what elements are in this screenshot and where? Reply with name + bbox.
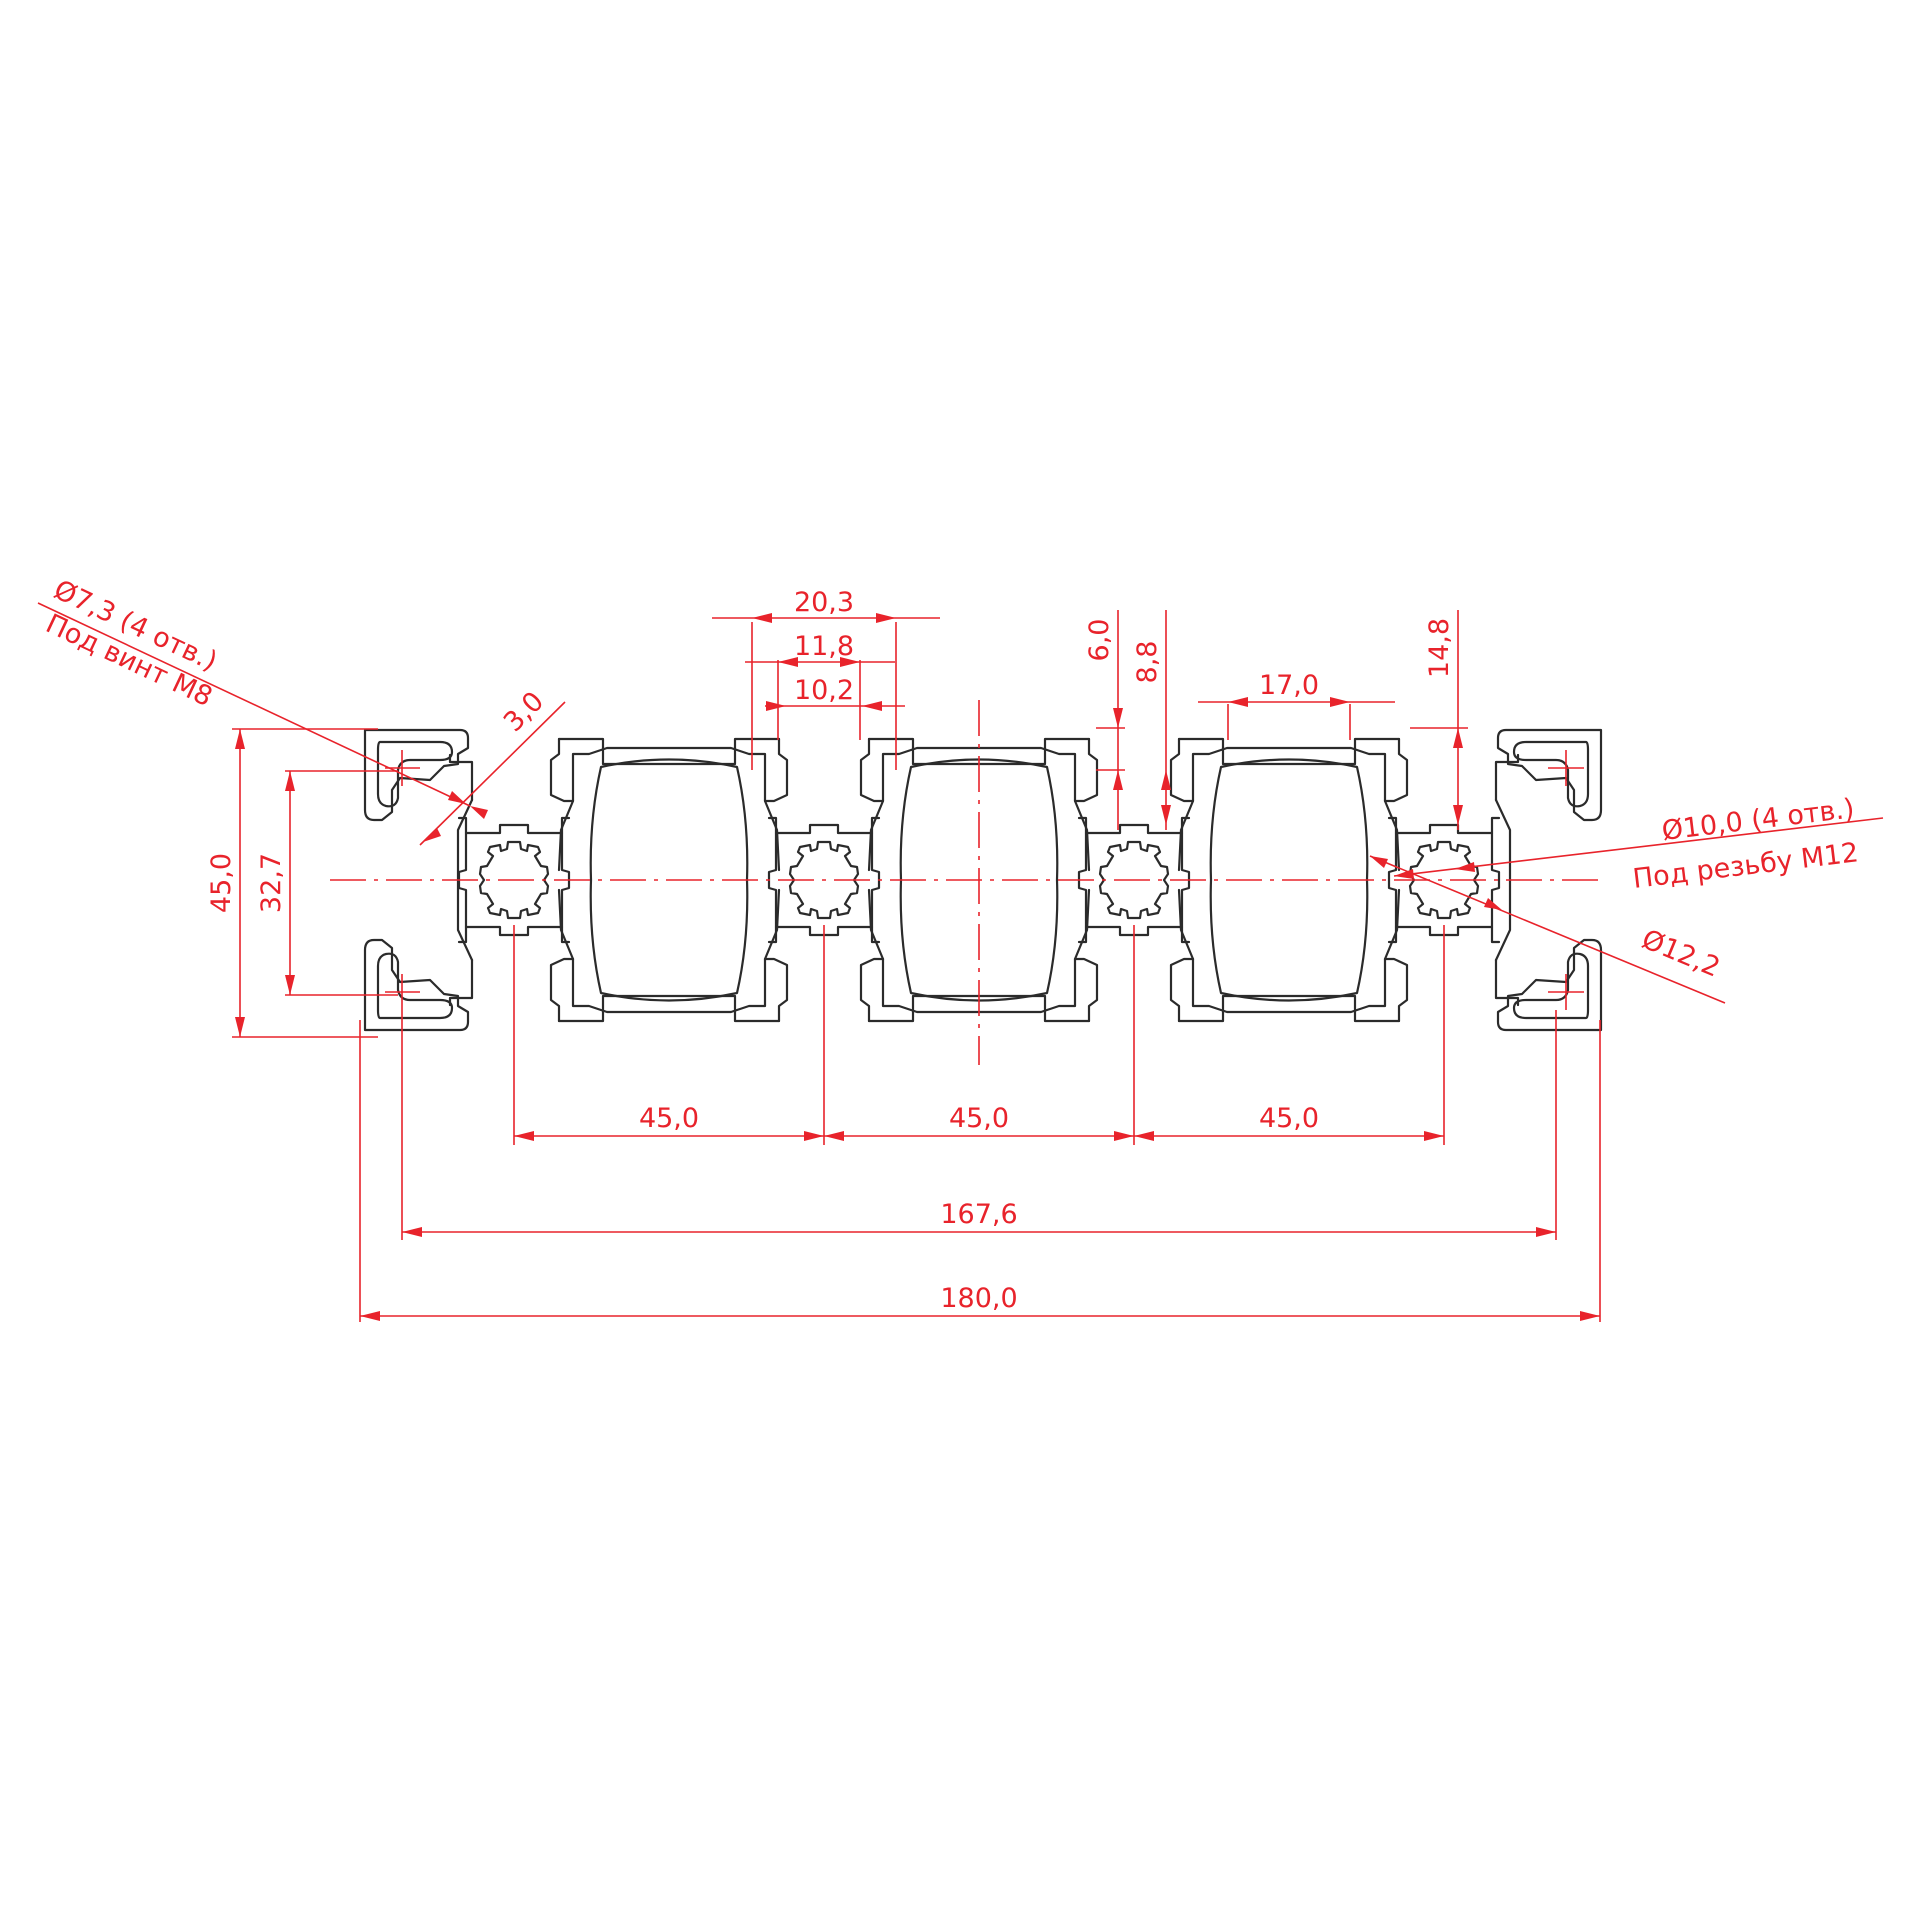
label-167-6: 167,6 [940, 1199, 1017, 1230]
arrow [766, 701, 786, 711]
label-32-7: 32,7 [256, 853, 287, 913]
dim-3-0 [419, 701, 566, 846]
arrow [448, 791, 466, 804]
arrow [402, 1227, 422, 1237]
arrow [1330, 697, 1350, 707]
label-8-8: 8,8 [1132, 641, 1163, 684]
right-end-pocket-top [1496, 728, 1603, 822]
label-10-2: 10,2 [794, 675, 854, 706]
arrow [1394, 869, 1414, 879]
arrow [1453, 728, 1463, 748]
right-end-wall-bottom [1494, 958, 1520, 1007]
label-11-8: 11,8 [794, 631, 854, 662]
left-end-wall-bottom [448, 958, 474, 1007]
arrow [1580, 1311, 1600, 1321]
arrow [804, 1131, 824, 1141]
label-14-8: 14,8 [1424, 618, 1455, 678]
arrow [285, 975, 295, 995]
arrow [235, 729, 245, 749]
arrow [876, 613, 896, 623]
arrow [360, 1311, 380, 1321]
right-end-wall-top [1494, 753, 1520, 802]
arrow [235, 1017, 245, 1037]
label-180-0: 180,0 [940, 1283, 1017, 1314]
leader-hole-small [37, 602, 471, 807]
label-20-3: 20,3 [794, 587, 854, 618]
label-3-0: 3,0 [498, 686, 550, 738]
leader-hole-large [1393, 817, 1884, 877]
arrow [1455, 862, 1475, 872]
arrow [778, 657, 798, 667]
label-pitch-2: 45,0 [949, 1103, 1009, 1134]
arrow [1134, 1131, 1154, 1141]
leader-core-diameter [1369, 855, 1726, 1004]
arrow [1484, 898, 1502, 910]
arrow [1228, 697, 1248, 707]
arrow [1536, 1227, 1556, 1237]
label-hole-large-line1: Ø10,0 (4 отв.) [1660, 793, 1856, 847]
arrow [285, 771, 295, 791]
arrow [840, 657, 860, 667]
label-pitch-1: 45,0 [639, 1103, 699, 1134]
arrow [470, 806, 488, 819]
dimension-lines [37, 602, 1884, 1322]
left-end-pocket-top [363, 728, 470, 822]
centre-lines [330, 700, 1605, 1065]
arrowheads [235, 613, 1600, 1321]
arrow [423, 828, 441, 842]
label-core-diameter: Ø12,2 [1637, 924, 1724, 984]
arrow [862, 701, 882, 711]
label-pitch-3: 45,0 [1259, 1103, 1319, 1134]
left-end-pocket-bottom [363, 938, 470, 1032]
arrow [1453, 805, 1463, 825]
arrow [1370, 856, 1388, 868]
arrow [1113, 770, 1123, 790]
label-17-0: 17,0 [1259, 670, 1319, 701]
arrow [752, 613, 772, 623]
arrow [824, 1131, 844, 1141]
arrow [1113, 708, 1123, 728]
arrow [1161, 770, 1171, 790]
label-45-0-height: 45,0 [206, 853, 237, 913]
dimension-labels: 20,3 11,8 10,2 17,0 6,0 8,8 14,8 3,0 45,… [41, 574, 1860, 1314]
left-end-wall-top [448, 753, 474, 802]
arrow [1114, 1131, 1134, 1141]
arrow [514, 1131, 534, 1141]
arrow [1424, 1131, 1444, 1141]
label-6-0: 6,0 [1084, 619, 1115, 662]
right-end-pocket-bottom [1496, 938, 1603, 1032]
arrow [1161, 805, 1171, 825]
